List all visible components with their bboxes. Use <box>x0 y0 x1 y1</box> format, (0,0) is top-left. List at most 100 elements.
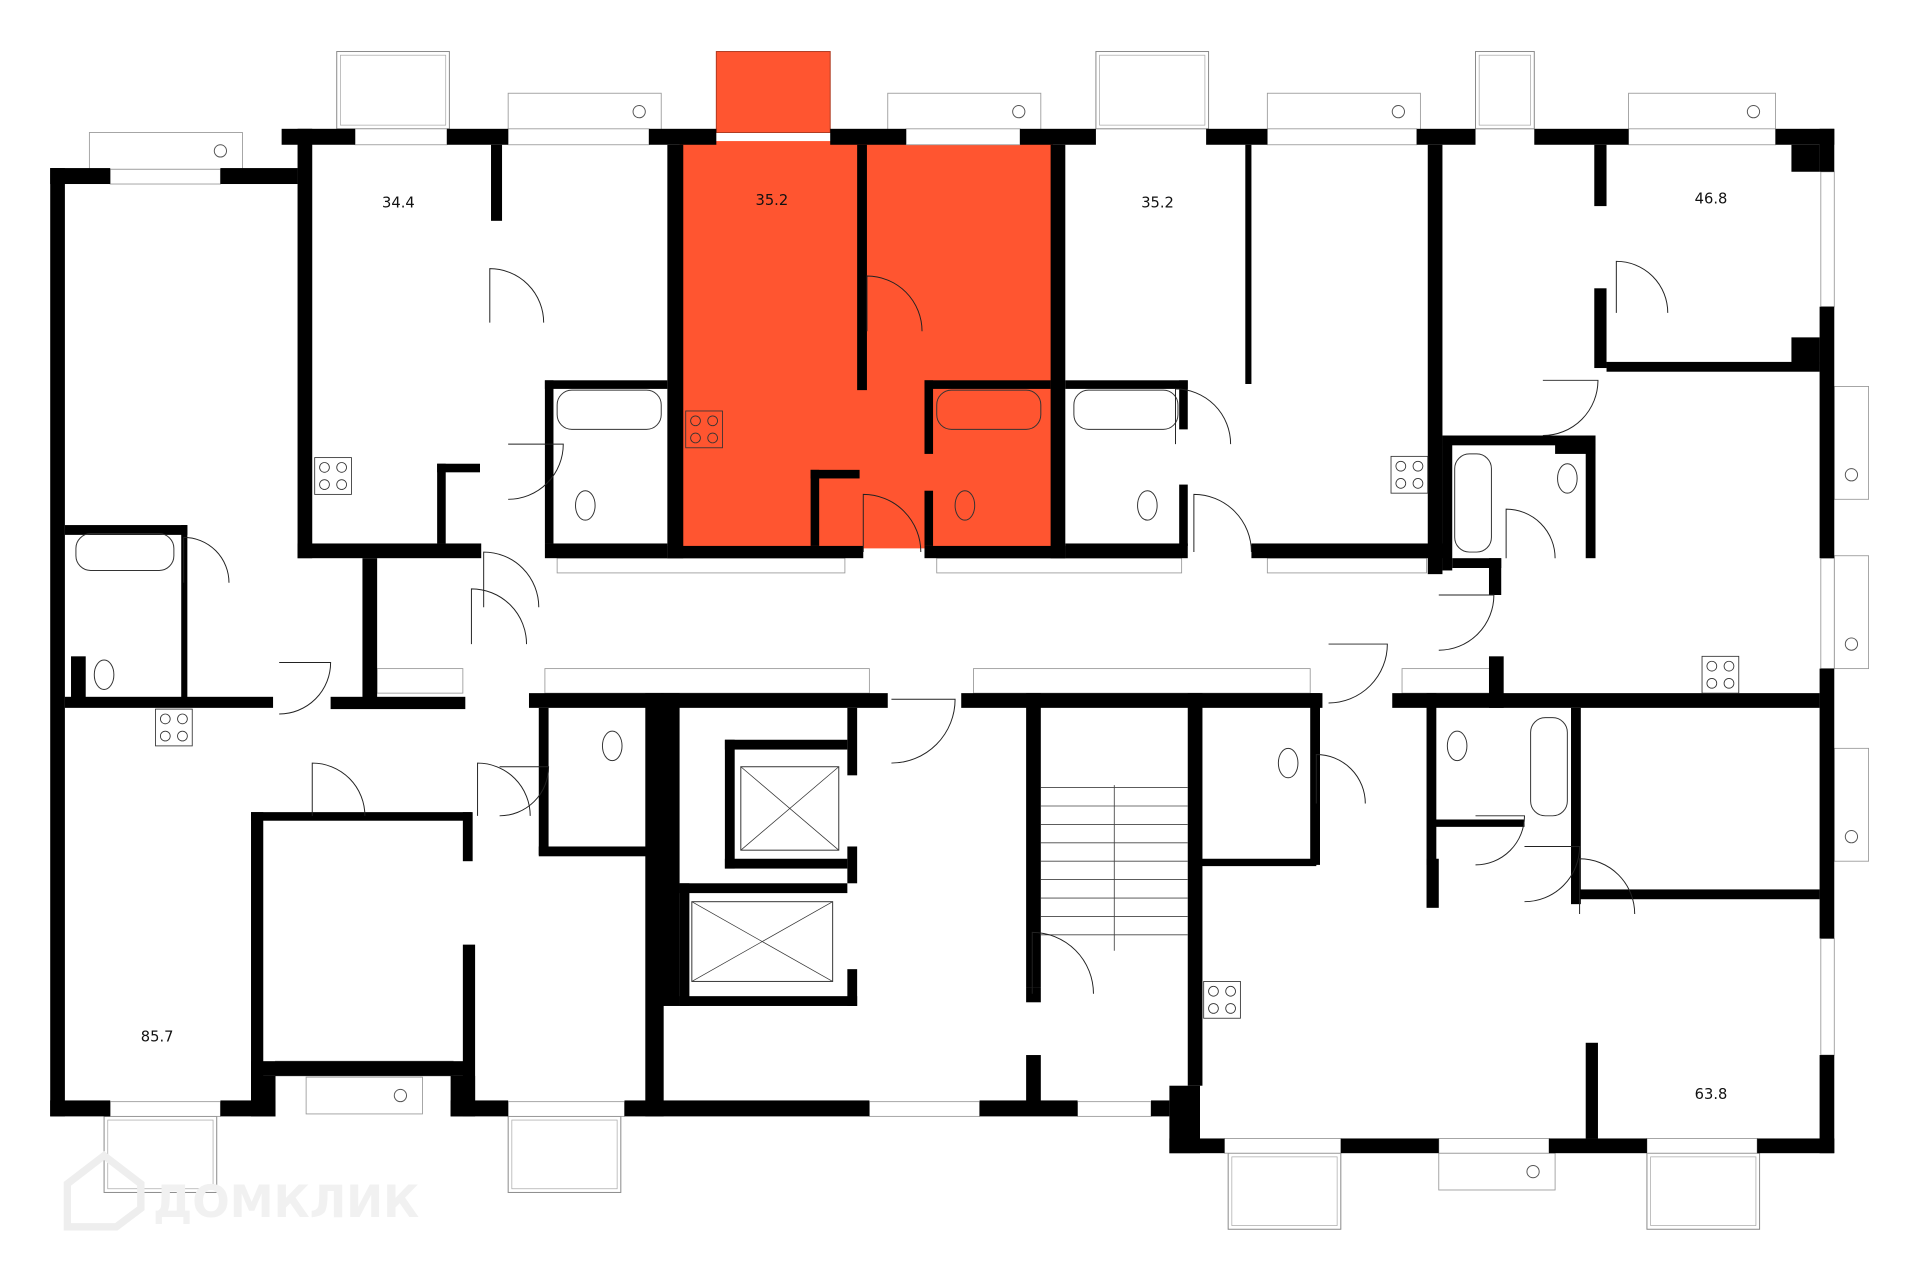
fixtures <box>75 389 1740 1019</box>
wall <box>437 463 480 473</box>
balcony-inner <box>340 54 447 126</box>
apartment-area-label: 35.2 <box>756 192 789 209</box>
door-swing <box>279 661 332 715</box>
wall <box>1594 144 1607 207</box>
burner-icon <box>1208 1003 1219 1014</box>
stove <box>1390 455 1429 494</box>
toilet <box>1557 463 1578 494</box>
wall <box>538 707 549 856</box>
door-swing <box>1615 260 1669 313</box>
wall <box>624 1100 870 1117</box>
door-swing <box>1193 493 1252 553</box>
wall <box>538 846 649 857</box>
wall <box>1757 1138 1835 1154</box>
elevator-cab <box>691 901 834 982</box>
wall <box>1200 858 1317 867</box>
bathtub <box>75 533 175 571</box>
door-swing <box>1505 508 1556 559</box>
window <box>1820 938 1835 1056</box>
wall <box>1548 1138 1647 1154</box>
balconies <box>88 51 1870 1230</box>
wall <box>1488 558 1502 595</box>
door-swing <box>1524 845 1581 903</box>
wall <box>50 168 65 1117</box>
wall <box>64 525 188 535</box>
wall <box>544 380 554 544</box>
wall <box>661 693 680 1006</box>
burner-icon <box>159 713 171 725</box>
window <box>544 668 870 694</box>
ac-unit <box>1628 92 1776 131</box>
door-swing <box>1438 594 1495 651</box>
windows <box>109 128 1835 1154</box>
wall <box>251 1061 472 1076</box>
bathtub <box>1073 389 1179 430</box>
ac-unit <box>1833 386 1870 500</box>
wall <box>1026 987 1041 1003</box>
wall <box>1432 819 1525 827</box>
burner-icon <box>690 432 701 444</box>
wall <box>1310 693 1320 865</box>
wall <box>1151 1100 1170 1117</box>
wall <box>1179 380 1188 430</box>
fan-icon <box>632 105 646 119</box>
wall <box>924 380 1051 389</box>
wall <box>1606 361 1820 372</box>
wall <box>1340 1138 1439 1154</box>
wall <box>544 543 668 559</box>
toilet <box>1137 490 1158 521</box>
wall <box>251 812 264 1107</box>
ac-unit <box>507 92 662 131</box>
fan-icon <box>1746 105 1761 119</box>
watermark-logo: ДОМКЛИК <box>63 1151 419 1231</box>
toilet <box>1277 747 1299 779</box>
apartment-area-label: 85.7 <box>141 1029 174 1046</box>
window <box>1401 668 1495 694</box>
balcony <box>103 1115 218 1193</box>
burner-icon <box>1208 985 1219 997</box>
wall <box>1488 656 1504 708</box>
door-swing <box>1579 858 1636 914</box>
highlighted-apartment-balcony <box>715 51 831 133</box>
fan-icon <box>1844 637 1859 651</box>
balcony <box>336 51 450 130</box>
window <box>1077 1101 1152 1117</box>
wall <box>1426 858 1439 908</box>
ac-unit <box>887 92 1042 131</box>
fan-icon <box>1391 105 1405 119</box>
door-swing <box>508 443 564 500</box>
door-swing <box>183 536 230 583</box>
wall <box>1594 288 1607 369</box>
elevator-cross <box>691 901 833 982</box>
burner-icon <box>1723 677 1735 689</box>
door-swing <box>866 275 923 332</box>
wall <box>1251 543 1443 559</box>
wall <box>1585 435 1596 559</box>
door-swing <box>483 551 540 608</box>
wall <box>1427 144 1443 575</box>
stove <box>155 708 193 747</box>
wall <box>724 858 848 869</box>
wall <box>330 696 466 710</box>
toilet <box>575 490 596 521</box>
wall <box>679 883 848 894</box>
burner-icon <box>690 415 701 427</box>
window <box>1820 171 1835 308</box>
wall <box>1026 693 1041 988</box>
balcony-inner <box>1099 54 1206 126</box>
ac-unit <box>1833 747 1870 862</box>
wall <box>857 144 867 391</box>
wall <box>362 558 378 708</box>
door-swing <box>891 698 956 764</box>
wall <box>810 469 860 479</box>
burner-icon <box>707 432 718 444</box>
wall <box>1819 668 1835 939</box>
wall <box>1169 1138 1225 1154</box>
fan-icon <box>1844 468 1859 482</box>
wall <box>1392 693 1820 708</box>
wall <box>251 812 472 821</box>
wall <box>1585 1042 1598 1139</box>
window <box>973 668 1311 694</box>
window <box>1646 1138 1758 1154</box>
